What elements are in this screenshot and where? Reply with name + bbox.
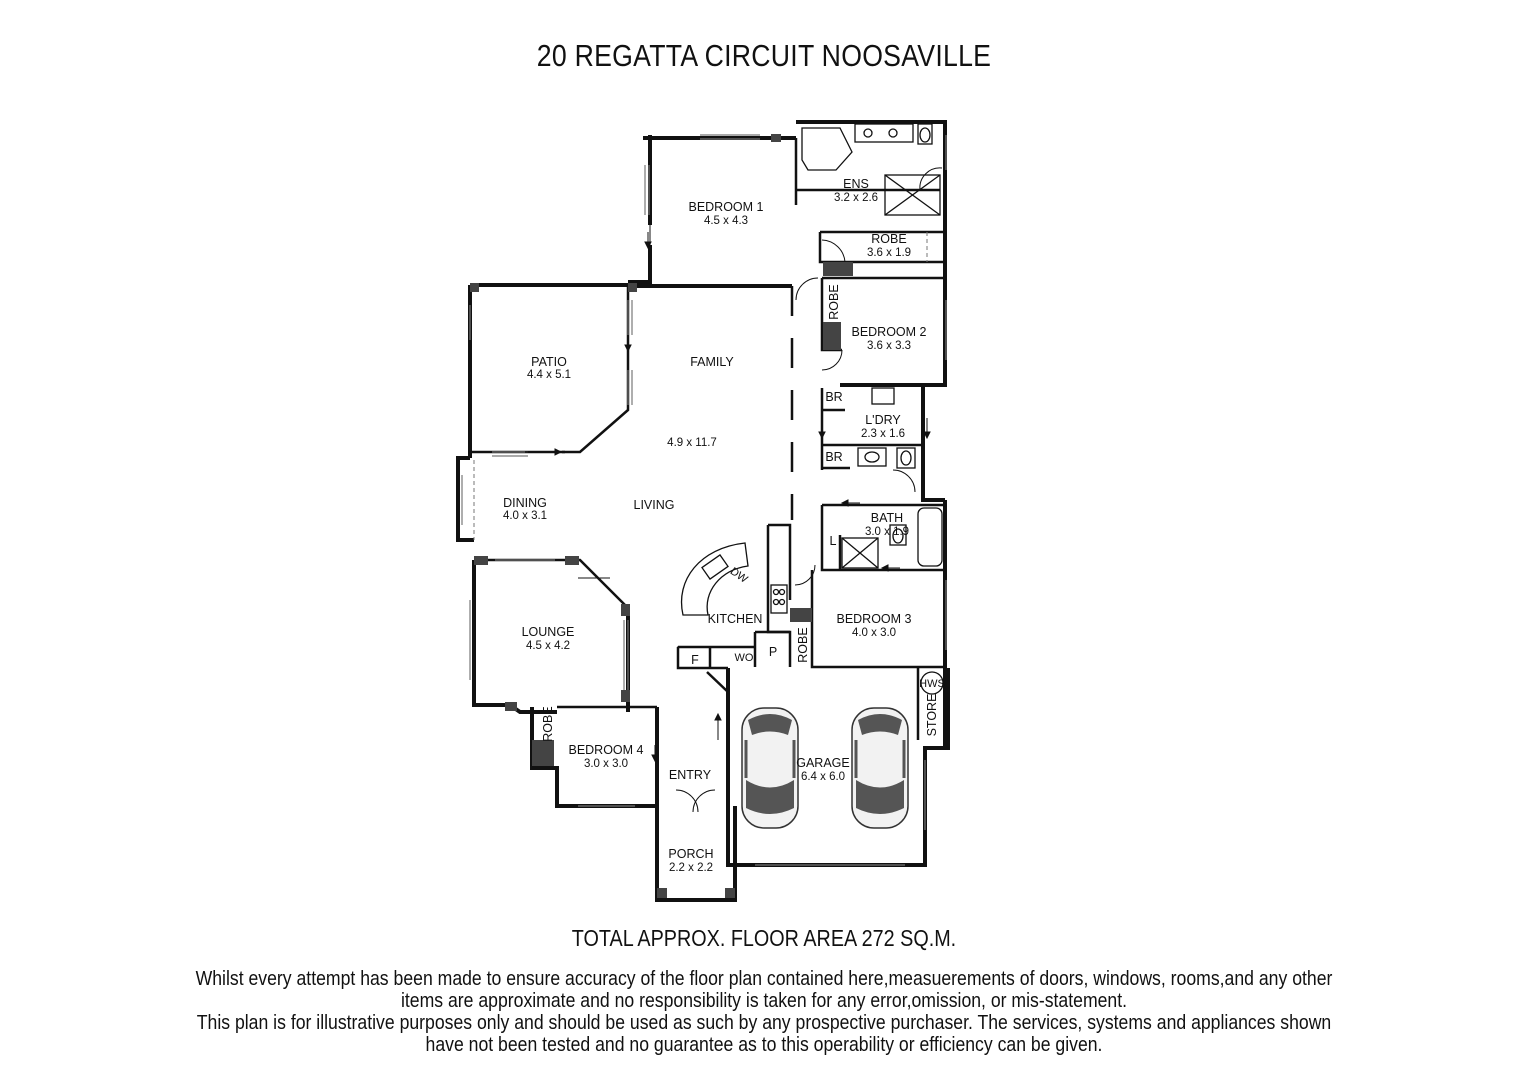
- car-left: [741, 707, 799, 829]
- porch-label: PORCH: [668, 847, 713, 861]
- br2-label: BR: [825, 450, 842, 464]
- disclaimer-line: This plan is for illustrative purposes o…: [196, 1011, 1332, 1034]
- dining-label: DINING: [503, 496, 547, 510]
- bedroom3-size: 4.0 x 3.0: [852, 627, 896, 639]
- bedroom3-label: BEDROOM 3: [836, 612, 911, 626]
- pantry-label: P: [769, 645, 777, 659]
- plan-title: 20 REGATTA CIRCUIT NOOSAVILLE: [536, 38, 992, 73]
- robe3-label: ROBE: [796, 627, 810, 662]
- robe-master-label: ROBE: [871, 232, 906, 246]
- patio-size: 4.4 x 5.1: [527, 369, 571, 381]
- robe4-label: ROBE: [541, 706, 555, 741]
- doors: [649, 167, 943, 813]
- car-right: [851, 707, 909, 829]
- patio-label: PATIO: [531, 355, 567, 369]
- lounge-label: LOUNGE: [522, 625, 575, 639]
- kitchen-fixtures: [677, 542, 788, 669]
- laundry-fixtures: [857, 387, 916, 469]
- robe-master-size: 3.6 x 1.9: [867, 247, 911, 259]
- hws-circle: [920, 671, 944, 695]
- disclaimer: Whilst every attempt has been made to en…: [40, 968, 1488, 1056]
- pillars: [470, 134, 853, 898]
- kitchen-label: KITCHEN: [708, 612, 763, 626]
- store-label: STORE: [925, 694, 939, 737]
- ens-size: 3.2 x 2.6: [834, 192, 878, 204]
- bedroom2-size: 3.6 x 3.3: [867, 340, 911, 352]
- bath-size: 3.0 x 1.9: [865, 526, 909, 538]
- disclaimer-line: have not been tested and no guarantee as…: [425, 1033, 1103, 1056]
- disclaimer-line: items are approximate and no responsibil…: [400, 989, 1128, 1012]
- laundry-label: L'DRY: [865, 413, 901, 427]
- wo-label: WO: [735, 652, 754, 664]
- garage-size: 6.4 x 6.0: [801, 771, 845, 783]
- floor-plan: BEDROOM 1 4.5 x 4.3 ENS 3.2 x 2.6 ROBE 3…: [456, 120, 950, 902]
- patio-dashes: [473, 232, 928, 540]
- entry-label: ENTRY: [669, 768, 712, 782]
- linen-label: L: [830, 534, 837, 548]
- direction-arrows: [525, 232, 931, 763]
- lounge-size: 4.5 x 4.2: [526, 640, 570, 652]
- porch-size: 2.2 x 2.2: [669, 862, 713, 874]
- total-floor-area: TOTAL APPROX. FLOOR AREA 272 SQ.M.: [571, 925, 957, 951]
- bedroom2-label: BEDROOM 2: [851, 325, 926, 339]
- laundry-size: 2.3 x 1.6: [861, 428, 905, 440]
- ens-label: ENS: [843, 177, 869, 191]
- bedroom4-label: BEDROOM 4: [568, 743, 643, 757]
- windows: [461, 134, 947, 866]
- bath-fixtures: [841, 507, 943, 569]
- fridge-label: F: [691, 653, 699, 667]
- room-labels: BEDROOM 1 4.5 x 4.3 ENS 3.2 x 2.6 ROBE 3…: [503, 177, 945, 874]
- garage-cars: [741, 707, 909, 829]
- robe2-label: ROBE: [827, 284, 841, 319]
- bedroom1-size: 4.5 x 4.3: [704, 215, 748, 227]
- bedroom4-size: 3.0 x 3.0: [584, 758, 628, 770]
- garage-label: GARAGE: [796, 756, 850, 770]
- ensuite-fixtures: [801, 123, 941, 216]
- br1-label: BR: [825, 390, 842, 404]
- family-size: 4.9 x 11.7: [667, 437, 717, 449]
- bath-label: BATH: [871, 511, 903, 525]
- dining-size: 4.0 x 3.1: [503, 510, 547, 522]
- disclaimer-line: Whilst every attempt has been made to en…: [195, 967, 1333, 990]
- family-label: FAMILY: [690, 355, 734, 369]
- living-label: LIVING: [634, 498, 675, 512]
- bedroom1-label: BEDROOM 1: [688, 200, 763, 214]
- hws-label: HWS: [919, 678, 945, 690]
- dw-label: DW: [728, 565, 750, 586]
